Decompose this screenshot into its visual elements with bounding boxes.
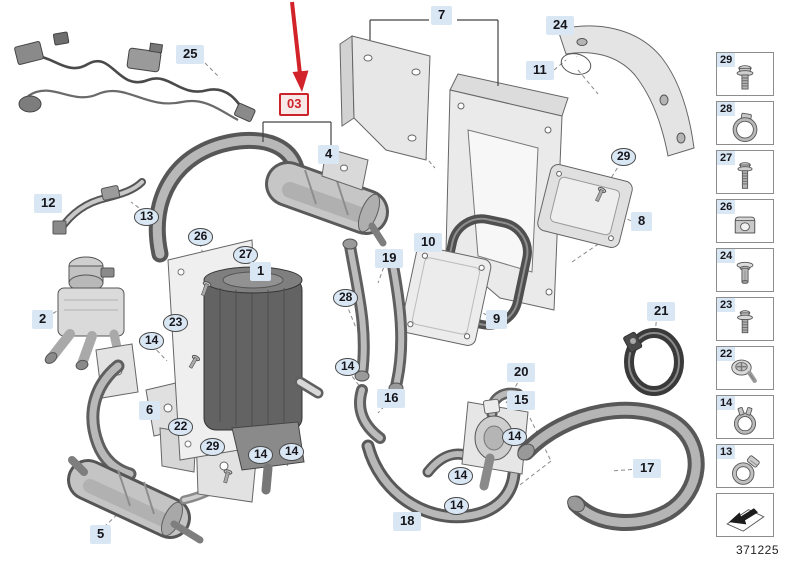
assembly-span-lines [262,19,499,152]
part-callout-10[interactable]: 10 [414,233,443,252]
part-callout-7[interactable]: 7 [431,6,453,25]
support-bracket-drawing [557,25,695,157]
fastener-item-label: 27 [717,151,736,165]
fastener-item-27[interactable]: 27 [716,150,774,194]
spring-clamp-icon [717,404,773,438]
part-callout-16[interactable]: 16 [377,389,406,408]
fastener-item-28[interactable]: 28 [716,101,774,145]
part-callout-15[interactable]: 15 [507,391,536,410]
hose-clamp-icon [717,110,773,144]
part-callout-27[interactable]: 27 [233,246,259,264]
part-callout-29[interactable]: 29 [200,438,226,456]
fastener-item-26[interactable]: 26 [716,199,774,243]
vent-pipe-drawing [52,178,146,235]
screw-icon [717,159,773,193]
part-callout-17[interactable]: 17 [633,459,662,478]
part-callout-24[interactable]: 24 [546,16,575,35]
part-callout-18[interactable]: 18 [393,512,422,531]
part-callout-26[interactable]: 26 [188,228,214,246]
fastener-sidebar: 29 28 27 26 24 23 22 14 13 [716,52,776,537]
fastener-item-label: 28 [717,102,736,116]
clip-nut-icon [717,208,773,242]
fastener-item-29[interactable]: 29 [716,52,774,96]
carrier-bracket-drawing [445,73,569,311]
part-callout-4[interactable]: 4 [318,145,340,164]
exhaust-muffler-drawing [67,456,204,544]
fastener-item-14[interactable]: 14 [716,395,774,439]
part-callout-9[interactable]: 9 [486,310,508,329]
mounting-bracket-drawing [321,35,431,191]
part-callout-1[interactable]: 1 [250,262,272,281]
part-callout-14[interactable]: 14 [335,358,361,376]
fastener-item-label: 22 [717,347,736,361]
hose-17-drawing [517,401,705,531]
worm-clamp-icon [717,453,773,487]
part-callout-22[interactable]: 22 [168,418,194,436]
part-callout-29[interactable]: 29 [611,148,637,166]
part-callout-23[interactable]: 23 [163,314,189,332]
part-callout-14[interactable]: 14 [248,446,274,464]
small-fasteners-drawing [188,187,607,484]
part-callout-5[interactable]: 5 [90,525,112,544]
part-callout-03[interactable]: 03 [279,93,310,116]
part-callout-14[interactable]: 14 [444,497,470,515]
fastener-item-24[interactable]: 24 [716,248,774,292]
part-callout-19[interactable]: 19 [375,249,404,268]
part-callout-14[interactable]: 14 [279,443,305,461]
part-callout-20[interactable]: 20 [507,363,536,382]
part-callout-8[interactable]: 8 [631,212,653,231]
diagram-number: 371225 [735,543,779,557]
water-hose-left-drawing [86,359,137,481]
exploded-parts-drawing [14,1,705,544]
fastener-item-label: 29 [717,53,736,67]
part-callout-28[interactable]: 28 [333,289,359,307]
part-callout-14[interactable]: 14 [139,332,165,350]
hose-16-drawing [354,384,386,444]
part-callout-2[interactable]: 2 [32,310,54,329]
part-callout-12[interactable]: 12 [34,194,63,213]
fastener-item-23[interactable]: 23 [716,297,774,341]
fastener-item-label: 26 [717,200,736,214]
torx-bolt-icon [717,306,773,340]
bolt-icon [717,61,773,95]
part-callout-13[interactable]: 13 [134,208,160,226]
fastener-item-label: 13 [717,445,736,459]
viewing-direction-icon [717,498,773,532]
red-pointer-arrow [290,1,309,92]
wiring-harness-drawing [14,31,256,122]
part-callout-25[interactable]: 25 [176,45,205,64]
combustion-air-hose-drawing [148,131,305,263]
cover-plate-drawing [400,246,492,346]
part-callout-14[interactable]: 14 [448,467,474,485]
fastener-item-13[interactable]: 13 [716,444,774,488]
part-callout-11[interactable]: 11 [526,61,554,80]
fastener-item-label: 24 [717,249,736,263]
exhaust-silencer-drawing [265,161,389,247]
fastener-item-22[interactable]: 22 [716,346,774,390]
part-callout-14[interactable]: 14 [502,428,528,446]
part-callout-21[interactable]: 21 [647,302,676,321]
expansion-rivet-icon [717,257,773,291]
fastener-item-label: 14 [717,396,736,410]
clamp-ring-drawing [623,328,684,396]
viewing-direction-indicator [716,493,774,537]
pan-head-screw-icon [717,355,773,389]
part-callout-6[interactable]: 6 [139,401,161,420]
fastener-item-label: 23 [717,298,736,312]
